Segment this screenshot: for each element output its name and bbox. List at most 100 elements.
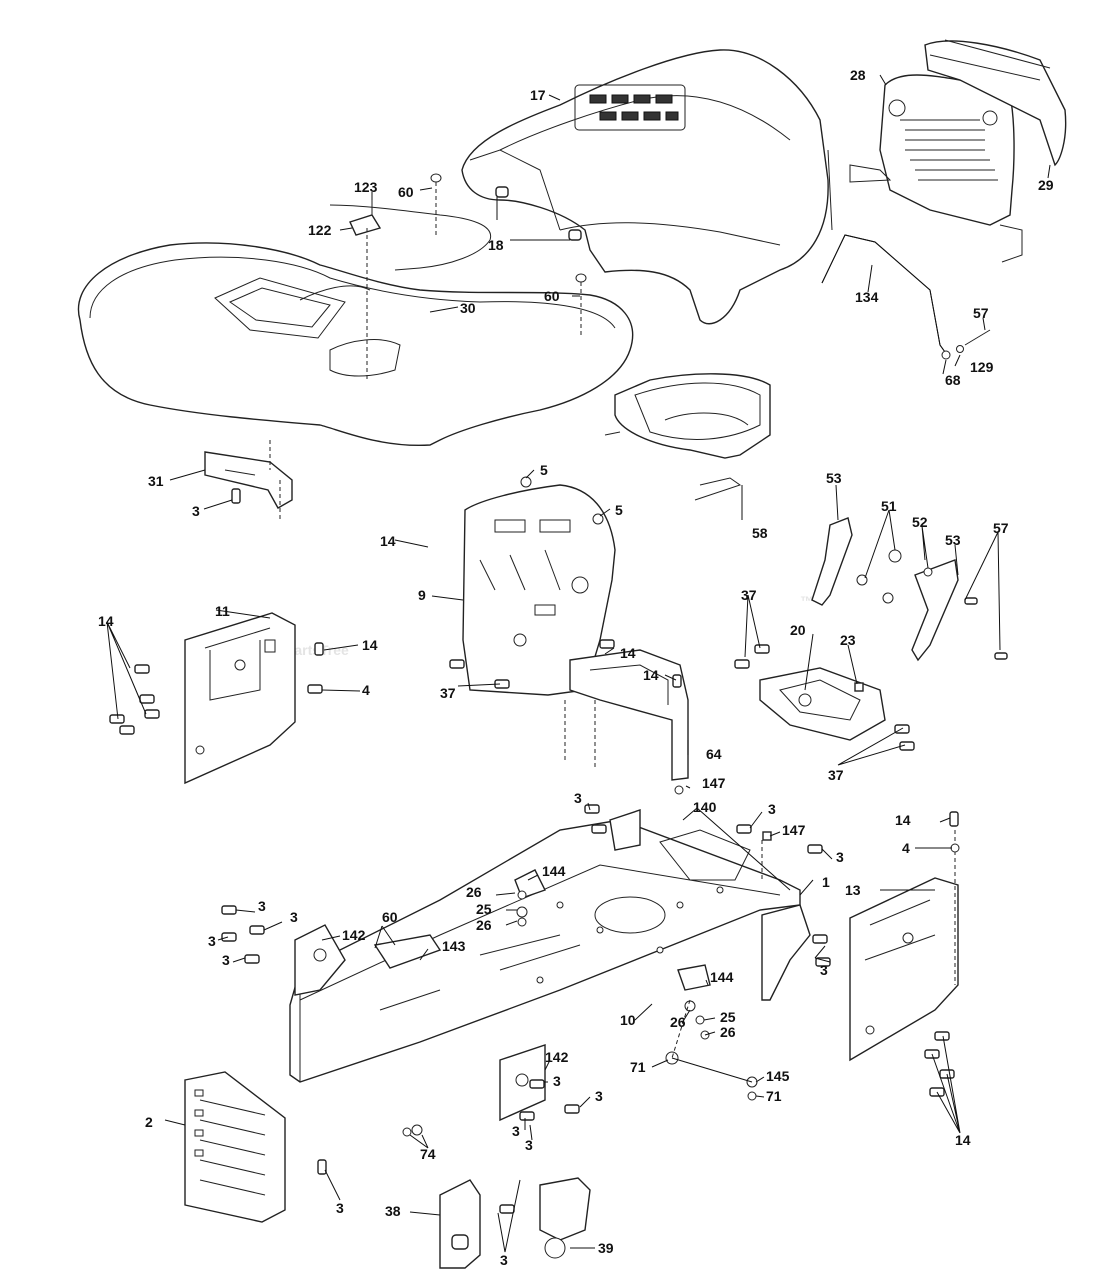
callout-64[interactable]: 64 [706,746,722,762]
callout-142[interactable]: 142 [342,927,366,943]
plate-part[interactable] [294,924,346,996]
callout-17[interactable]: 17 [530,87,546,103]
plate-part[interactable] [499,1044,546,1122]
callout-26[interactable]: 26 [466,884,482,900]
callout-3[interactable]: 3 [768,801,776,817]
callout-145[interactable]: 145 [766,1068,790,1084]
callout-3[interactable]: 3 [222,952,230,968]
callout-74[interactable]: 74 [420,1146,436,1162]
callout-3[interactable]: 3 [836,849,844,865]
callout-4[interactable]: 4 [362,682,370,698]
callout-3[interactable]: 3 [208,933,216,949]
screw-part[interactable] [924,811,960,1097]
callout-144[interactable]: 144 [710,969,734,985]
support-rod-part[interactable] [821,234,946,353]
screw-part[interactable] [449,639,684,795]
rod-hardware[interactable] [941,329,991,360]
callout-5[interactable]: 5 [615,502,623,518]
callout-20[interactable]: 20 [790,622,806,638]
callout-3[interactable]: 3 [500,1252,508,1268]
callout-18[interactable]: 18 [488,237,504,253]
seat-hinge-part[interactable] [204,440,293,520]
callout-3[interactable]: 3 [525,1137,533,1153]
screw-part[interactable] [231,488,241,504]
callout-3[interactable]: 3 [336,1200,344,1216]
right-side-panel-part[interactable] [849,830,959,1062]
callout-25[interactable]: 25 [476,901,492,917]
grille-part[interactable] [849,74,1023,263]
callout-37[interactable]: 37 [440,685,456,701]
callout-60[interactable]: 60 [382,909,398,925]
callout-144[interactable]: 144 [542,863,566,879]
callout-52[interactable]: 52 [912,514,928,530]
callout-3[interactable]: 3 [553,1073,561,1089]
callout-3[interactable]: 3 [512,1123,520,1139]
callout-14[interactable]: 14 [98,613,114,629]
callout-14[interactable]: 14 [362,637,378,653]
callout-134[interactable]: 134 [855,289,879,305]
knob-part[interactable] [520,476,604,525]
pedal-bracket-part[interactable] [811,517,959,662]
callout-14[interactable]: 14 [380,533,396,549]
callout-26[interactable]: 26 [670,1014,686,1030]
callout-31[interactable]: 31 [148,473,164,489]
callout-57[interactable]: 57 [973,305,989,321]
callout-39[interactable]: 39 [598,1240,614,1256]
bolt-part[interactable] [221,804,831,1214]
fender-deck-part[interactable] [77,204,634,447]
callout-71[interactable]: 71 [766,1088,782,1104]
washer-part[interactable] [856,549,1008,660]
callout-29[interactable]: 29 [1038,177,1054,193]
callout-2[interactable]: 2 [145,1114,153,1130]
callout-129[interactable]: 129 [970,359,994,375]
callout-3[interactable]: 3 [258,898,266,914]
callout-142[interactable]: 142 [545,1049,569,1065]
callout-60[interactable]: 60 [398,184,414,200]
callout-14[interactable]: 14 [895,812,911,828]
callout-14[interactable]: 14 [643,667,659,683]
grille-bezel-part[interactable] [924,39,1067,167]
callout-38[interactable]: 38 [385,1203,401,1219]
callout-9[interactable]: 9 [418,587,426,603]
callout-30[interactable]: 30 [460,300,476,316]
frame-crossmember-part[interactable] [609,809,811,1001]
callout-143[interactable]: 143 [442,938,466,954]
callout-28[interactable]: 28 [850,67,866,83]
callout-3[interactable]: 3 [595,1088,603,1104]
screw-part[interactable] [734,644,915,751]
footrest-plate-part[interactable] [759,667,886,741]
seat-bracket-part[interactable] [349,198,382,236]
callout-3[interactable]: 3 [574,790,582,806]
support-bracket-part[interactable] [564,649,689,781]
callout-1[interactable]: 1 [822,874,830,890]
callout-140[interactable]: 140 [693,799,717,815]
callout-68[interactable]: 68 [945,372,961,388]
callout-14[interactable]: 14 [620,645,636,661]
battery-tray-part[interactable] [604,373,771,501]
callout-23[interactable]: 23 [840,632,856,648]
callout-53[interactable]: 53 [826,470,842,486]
callout-4[interactable]: 4 [902,840,910,856]
callout-14[interactable]: 14 [955,1132,971,1148]
left-side-panel-part[interactable] [184,612,296,785]
callout-3[interactable]: 3 [290,909,298,925]
main-frame-part[interactable] [289,819,801,1083]
callout-10[interactable]: 10 [620,1012,636,1028]
callout-13[interactable]: 13 [845,882,861,898]
bracket-part[interactable] [373,869,711,991]
callout-25[interactable]: 25 [720,1009,736,1025]
front-panel-part[interactable] [184,1071,286,1223]
knob-part[interactable] [430,173,587,283]
callout-26[interactable]: 26 [476,917,492,933]
callout-3[interactable]: 3 [192,503,200,519]
bracket-part[interactable] [539,1177,591,1259]
callout-37[interactable]: 37 [828,767,844,783]
bracket-part[interactable] [439,1179,481,1269]
callout-58[interactable]: 58 [752,525,768,541]
callout-5[interactable]: 5 [540,462,548,478]
tie-rod-part[interactable] [671,840,763,1083]
callout-122[interactable]: 122 [308,222,332,238]
callout-3[interactable]: 3 [820,962,828,978]
callout-147[interactable]: 147 [702,775,726,791]
callout-11[interactable]: 11 [215,603,230,619]
